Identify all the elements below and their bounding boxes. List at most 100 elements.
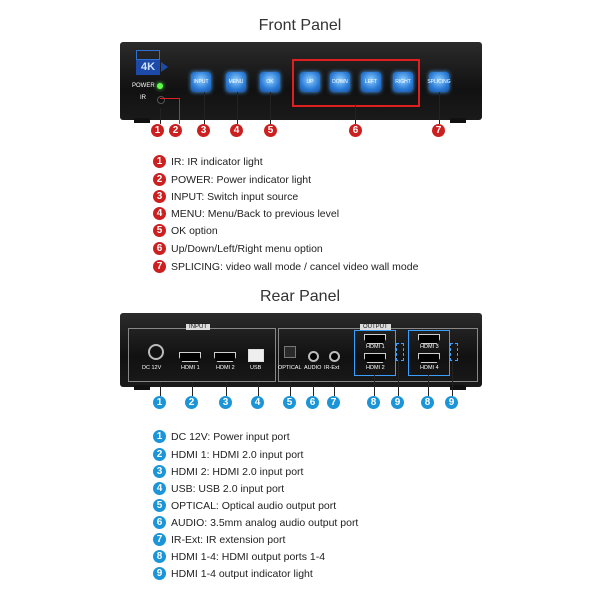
direction-leader (355, 104, 356, 124)
foot-left (134, 118, 150, 123)
rear-foot-left (134, 385, 150, 390)
hdmi2-in-label: HDMI 2 (216, 365, 235, 371)
ir-leader (160, 108, 161, 124)
legend-text: HDMI 1-4 output indicator light (171, 567, 313, 580)
rear-legend-item: 9 HDMI 1-4 output indicator light (153, 567, 313, 580)
legend-badge: 1 (153, 155, 166, 168)
legend-text: OK option (171, 224, 218, 237)
rear-callout-3: 3 (219, 396, 232, 409)
rear-callout-8: 8 (421, 396, 434, 409)
front-callout-3: 3 (197, 124, 210, 137)
hdmi2-in-port-icon (214, 352, 236, 362)
ir-ext-label: IR-Ext (324, 365, 340, 371)
splicing-leader (439, 92, 440, 124)
hdmi1-in-port-icon (179, 352, 201, 362)
rear-leader-9a (398, 360, 399, 396)
hdmi2-out-label: HDMI 2 (366, 365, 385, 371)
front-callout-1: 1 (151, 124, 164, 137)
hdmi3-out-port-icon (418, 334, 440, 344)
foot-right (450, 118, 466, 123)
ok-button[interactable]: OK (260, 72, 280, 92)
rear-callout-9: 9 (391, 396, 404, 409)
rear-leader-8b (428, 375, 429, 396)
logo-frame-icon (136, 50, 160, 60)
legend-text: AUDIO: 3.5mm analog audio output port (171, 516, 359, 529)
front-callout-7: 7 (432, 124, 445, 137)
legend-badge: 6 (153, 516, 166, 529)
input-leader (204, 92, 205, 124)
rear-leader-9b (452, 360, 453, 396)
legend-badge: 3 (153, 465, 166, 478)
hdmi1-out-port-icon (364, 334, 386, 344)
legend-badge: 6 (153, 242, 166, 255)
rear-legend-item: 6 AUDIO: 3.5mm analog audio output port (153, 516, 358, 529)
rear-leader-6 (313, 382, 314, 396)
menu-button[interactable]: MENU (226, 72, 246, 92)
legend-badge: 2 (153, 448, 166, 461)
legend-badge: 7 (153, 260, 166, 273)
splicing-button[interactable]: SPLICING (427, 72, 451, 92)
front-legend-item: 6 Up/Down/Left/Right menu option (153, 242, 323, 255)
right-button[interactable]: RIGHT (393, 72, 413, 92)
rear-leader-7 (334, 382, 335, 396)
front-callout-5: 5 (264, 124, 277, 137)
hdmi2-out-port-icon (364, 353, 386, 363)
play-logo-icon (161, 62, 168, 72)
indicator-group-2-frame (450, 343, 458, 361)
ir-ext-jack-icon (329, 351, 340, 362)
legend-badge: 9 (153, 567, 166, 580)
rear-leader-1 (160, 382, 161, 396)
rear-callout-8: 8 (367, 396, 380, 409)
dc-label: DC 12V (142, 365, 162, 371)
front-legend-item: 1 IR: IR indicator light (153, 155, 263, 168)
legend-text: DC 12V: Power input port (171, 430, 290, 443)
output-group-2-frame (408, 330, 450, 376)
up-button[interactable]: UP (300, 72, 320, 92)
legend-text: POWER: Power indicator light (171, 173, 312, 186)
legend-text: Up/Down/Left/Right menu option (171, 242, 323, 255)
legend-text: IR: IR indicator light (171, 155, 263, 168)
front-panel-device: 4K POWER IR INPUT MENU OK UP DOWN LEFT R… (120, 42, 482, 123)
legend-text: INPUT: Switch input source (171, 190, 299, 203)
menu-leader (237, 92, 238, 124)
rear-callout-7: 7 (327, 396, 340, 409)
power-indicator-icon (157, 83, 163, 89)
dc-jack-icon (148, 344, 164, 360)
rear-panel-title: Rear Panel (259, 288, 341, 305)
power-leader-v (179, 98, 180, 124)
input-section-label: INPUT (186, 324, 210, 330)
legend-badge: 4 (153, 207, 166, 220)
optical-label: OPTICAL (278, 365, 302, 371)
legend-text: SPLICING: video wall mode / cancel video… (171, 260, 419, 273)
rear-callout-9: 9 (445, 396, 458, 409)
rear-leader-5 (290, 382, 291, 396)
legend-text: HDMI 2: HDMI 2.0 input port (171, 465, 304, 478)
rear-leader-8a (374, 375, 375, 396)
usb-label: USB (250, 365, 262, 371)
front-callout-2: 2 (169, 124, 182, 137)
legend-badge: 5 (153, 224, 166, 237)
front-legend-item: 5 OK option (153, 224, 218, 237)
left-button[interactable]: LEFT (361, 72, 381, 92)
hdmi4-out-port-icon (418, 353, 440, 363)
front-legend-item: 7 SPLICING: video wall mode / cancel vide… (153, 260, 418, 273)
usb-port-icon (248, 349, 264, 362)
hdmi3-out-label: HDMI 3 (420, 344, 439, 350)
rear-foot-right (450, 385, 466, 390)
input-button[interactable]: INPUT (191, 72, 211, 92)
rear-callout-1: 1 (153, 396, 166, 409)
legend-text: OPTICAL: Optical audio output port (171, 499, 337, 512)
hdmi1-in-label: HDMI 1 (181, 365, 200, 371)
rear-panel-device: INPUT OUTPUT DC 12V HDMI 1 HDMI 2 USB OP… (120, 313, 482, 390)
down-button[interactable]: DOWN (330, 72, 350, 92)
rear-legend-item: 3 HDMI 2: HDMI 2.0 input port (153, 465, 303, 478)
